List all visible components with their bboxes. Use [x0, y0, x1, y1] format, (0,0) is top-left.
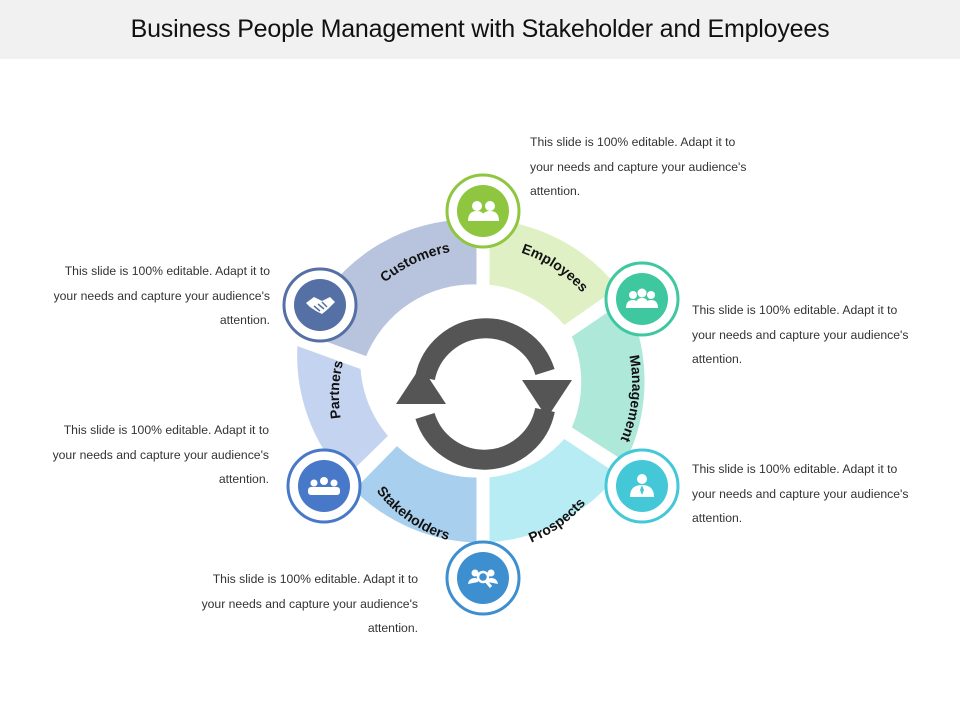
description-management: This slide is 100% editable. Adapt it to… — [692, 303, 909, 366]
description-partners: This slide is 100% editable. Adapt it to… — [52, 423, 269, 486]
node-prospects[interactable] — [604, 448, 680, 524]
title-bar — [0, 0, 960, 59]
node-employees[interactable] — [445, 173, 521, 249]
ring-segments — [294, 216, 648, 546]
description-prospects: This slide is 100% editable. Adapt it to… — [692, 462, 909, 525]
presenter-icon — [630, 474, 654, 497]
two-people-icon — [468, 201, 499, 221]
label-partners: Partners — [326, 359, 346, 420]
description-customers: This slide is 100% editable. Adapt it to… — [53, 264, 270, 327]
description-employees: This slide is 100% editable. Adapt it to… — [530, 135, 747, 198]
node-management[interactable] — [604, 261, 680, 337]
handshake-icon — [306, 297, 335, 314]
refresh-cycle-icon — [415, 318, 555, 470]
svg-text:Partners: Partners — [326, 359, 346, 420]
description-stakeholders: This slide is 100% editable. Adapt it to… — [201, 572, 418, 635]
group-icon — [308, 477, 340, 495]
search-person-icon — [468, 569, 498, 588]
cycle-arrowheads — [396, 366, 572, 418]
node-partners[interactable] — [286, 448, 362, 524]
team-icon — [626, 288, 658, 308]
segment-partners[interactable] — [294, 341, 393, 483]
slide-title: Business People Management with Stakehol… — [130, 15, 830, 43]
node-customers[interactable] — [282, 267, 358, 343]
node-stakeholders[interactable] — [445, 540, 521, 616]
